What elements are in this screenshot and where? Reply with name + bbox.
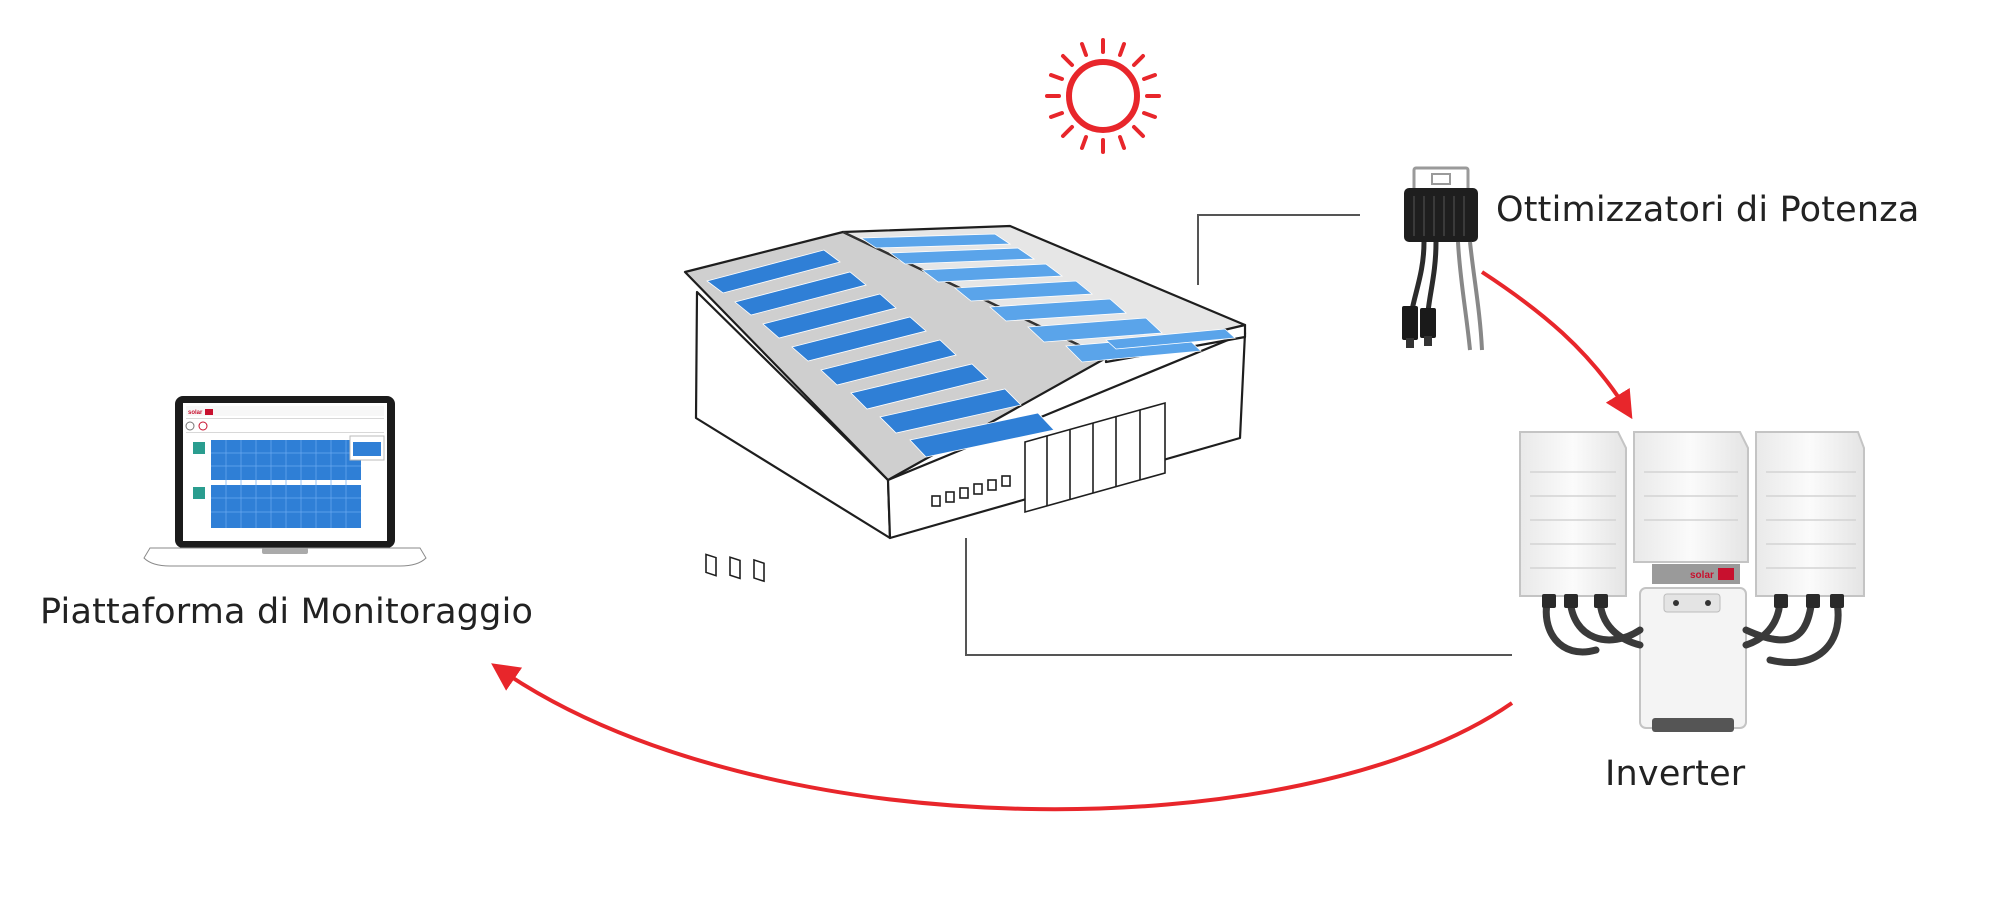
roof-solar-panels-right <box>859 233 1236 363</box>
inverter-icon: solar <box>1519 431 1865 732</box>
inverter-brand-logo: solar <box>1690 570 1714 581</box>
laptop-screen-logo: solar <box>188 410 203 416</box>
monitoring-platform-label: Piattaforma di Monitoraggio <box>40 592 534 632</box>
connection-lines <box>965 214 1512 656</box>
power-optimizer-icon <box>1402 166 1484 351</box>
laptop-icon: solar <box>143 396 427 567</box>
inverter-connection-line <box>965 538 1512 656</box>
inverter-to-monitoring-arrow <box>491 663 1514 812</box>
optimizer-to-inverter-arrow <box>1480 270 1633 420</box>
inverter-label: Inverter <box>1605 754 1746 794</box>
sun-icon <box>1045 38 1161 154</box>
warehouse-details <box>705 401 1166 583</box>
optimizer-connection-line <box>1197 214 1360 285</box>
power-optimizers-label: Ottimizzatori di Potenza <box>1496 190 1920 230</box>
roof-solar-panels-left <box>706 249 1055 458</box>
